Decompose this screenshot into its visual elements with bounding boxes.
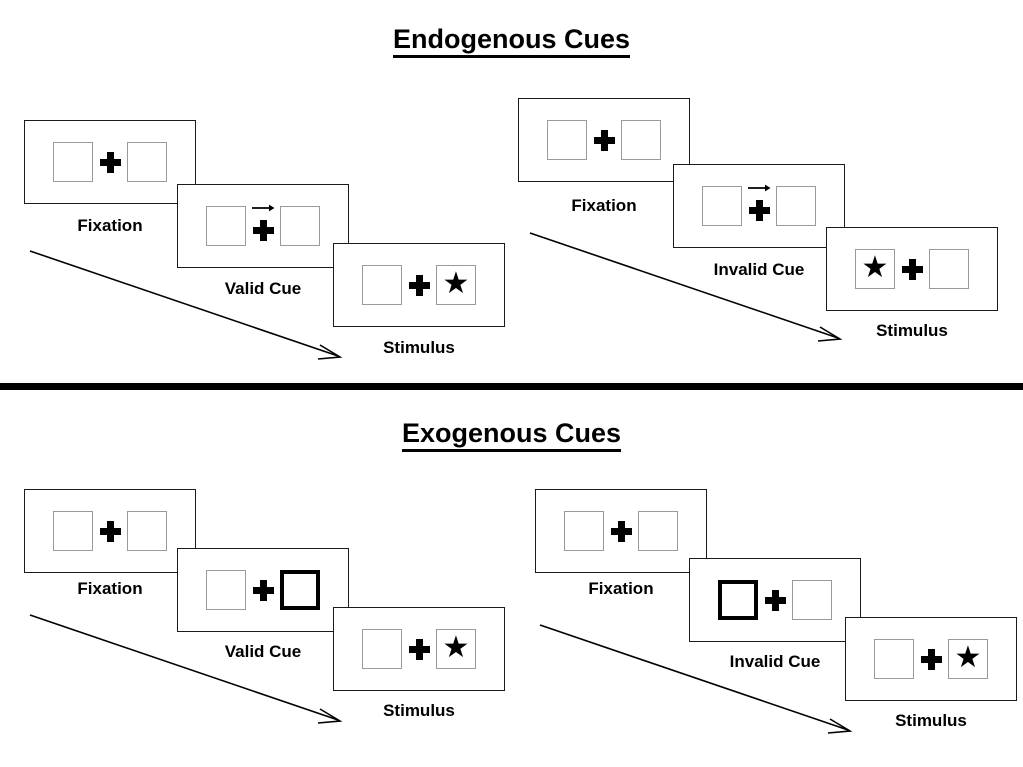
panel-content: [519, 99, 689, 181]
right-box-with-star: ★: [948, 639, 988, 679]
left-box: [702, 186, 742, 226]
fixation-plus-icon: [252, 579, 274, 601]
star-icon: ★: [954, 641, 982, 674]
panel-content: ★: [846, 618, 1016, 700]
fixation-plus-icon: [920, 648, 942, 670]
right-box: [776, 186, 816, 226]
fixation-plus-icon: [99, 151, 121, 173]
fixation-cell: [93, 508, 127, 554]
panel-content: [25, 490, 195, 572]
left-box: [53, 142, 93, 182]
fixation-plus-icon: [748, 200, 770, 221]
left-box: [53, 511, 93, 551]
panel-label-endogenous-valid-cue: Valid Cue: [224, 279, 302, 298]
fixation-plus-icon: [408, 274, 430, 296]
fixation-plus-icon: [408, 638, 430, 660]
right-box: [127, 511, 167, 551]
left-box-highlighted: [718, 580, 758, 620]
panel-content: ★: [334, 608, 504, 690]
right-box: [280, 206, 320, 246]
fixation-cell: [246, 567, 280, 613]
star-icon: ★: [442, 267, 470, 300]
panel-endogenous-valid-stimulus[interactable]: ★: [333, 243, 505, 327]
panel-exogenous-invalid-cue[interactable]: [689, 558, 861, 642]
panel-content: [25, 121, 195, 203]
fixation-cell: [402, 626, 436, 672]
left-box: [874, 639, 914, 679]
left-box: [362, 629, 402, 669]
panel-exogenous-invalid-fixation[interactable]: [535, 489, 707, 573]
panel-endogenous-valid-fixation[interactable]: [24, 120, 196, 204]
time-arrow-endogenous-valid: [29, 250, 343, 360]
right-box: [127, 142, 167, 182]
fixation-cell: [914, 636, 948, 682]
panel-label-exogenous-invalid-fixation: Fixation: [588, 579, 654, 598]
panel-label-endogenous-valid-fixation: Fixation: [77, 216, 143, 235]
panel-exogenous-valid-fixation[interactable]: [24, 489, 196, 573]
fixation-plus-icon: [901, 258, 923, 280]
fixation-cell: [742, 183, 776, 229]
right-box: [792, 580, 832, 620]
panel-exogenous-valid-cue[interactable]: [177, 548, 349, 632]
left-box: [564, 511, 604, 551]
fixation-cell: [246, 203, 280, 249]
cue-arrow-right-icon: [748, 184, 771, 192]
fixation-plus-icon: [99, 520, 121, 542]
left-box: [206, 206, 246, 246]
fixation-cell: [587, 117, 621, 163]
panel-content: [178, 185, 348, 267]
panel-label-exogenous-invalid-stimulus: Stimulus: [895, 711, 967, 730]
time-arrow-exogenous-invalid: [539, 624, 853, 734]
panel-label-endogenous-invalid-fixation: Fixation: [571, 196, 637, 215]
panel-label-endogenous-invalid-stimulus: Stimulus: [876, 321, 948, 340]
fixation-cell: [758, 577, 792, 623]
right-box-with-star: ★: [436, 629, 476, 669]
section-title-endogenous-text: Endogenous Cues: [392, 24, 630, 58]
panel-content: [536, 490, 706, 572]
fixation-plus-icon: [593, 129, 615, 151]
panel-endogenous-invalid-cue[interactable]: [673, 164, 845, 248]
fixation-plus-icon: [764, 589, 786, 611]
panel-content: ★: [334, 244, 504, 326]
panel-label-endogenous-valid-stimulus: Stimulus: [383, 338, 455, 357]
fixation-plus-icon: [252, 220, 274, 241]
time-arrow-exogenous-valid: [29, 614, 343, 724]
right-box-with-star: ★: [436, 265, 476, 305]
left-box: [362, 265, 402, 305]
star-icon: ★: [442, 631, 470, 664]
panel-content: [674, 165, 844, 247]
right-box-highlighted: [280, 570, 320, 610]
panel-label-exogenous-valid-stimulus: Stimulus: [383, 701, 455, 720]
panel-endogenous-valid-cue[interactable]: [177, 184, 349, 268]
cue-arrow-right-icon: [252, 204, 275, 212]
panel-label-exogenous-valid-cue: Valid Cue: [224, 642, 302, 661]
panel-label-exogenous-invalid-cue: Invalid Cue: [729, 652, 821, 671]
fixation-plus-icon: [610, 520, 632, 542]
panel-content: [690, 559, 860, 641]
panel-endogenous-invalid-stimulus[interactable]: ★: [826, 227, 998, 311]
panel-exogenous-valid-stimulus[interactable]: ★: [333, 607, 505, 691]
right-box: [929, 249, 969, 289]
section-divider: [0, 383, 1023, 390]
panel-exogenous-invalid-stimulus[interactable]: ★: [845, 617, 1017, 701]
fixation-cell: [895, 246, 929, 292]
left-box-with-star: ★: [855, 249, 895, 289]
left-box: [206, 570, 246, 610]
star-icon: ★: [861, 251, 889, 284]
panel-content: ★: [827, 228, 997, 310]
section-title-exogenous: Exogenous Cues: [0, 418, 1023, 452]
panel-label-exogenous-valid-fixation: Fixation: [77, 579, 143, 598]
right-box: [621, 120, 661, 160]
time-arrow-endogenous-invalid: [529, 232, 843, 342]
panel-label-endogenous-invalid-cue: Invalid Cue: [713, 260, 805, 279]
section-title-endogenous: Endogenous Cues: [0, 24, 1023, 58]
right-box: [638, 511, 678, 551]
panel-endogenous-invalid-fixation[interactable]: [518, 98, 690, 182]
fixation-cell: [604, 508, 638, 554]
section-title-exogenous-text: Exogenous Cues: [401, 418, 622, 452]
panel-content: [178, 549, 348, 631]
fixation-cell: [402, 262, 436, 308]
fixation-cell: [93, 139, 127, 185]
left-box: [547, 120, 587, 160]
